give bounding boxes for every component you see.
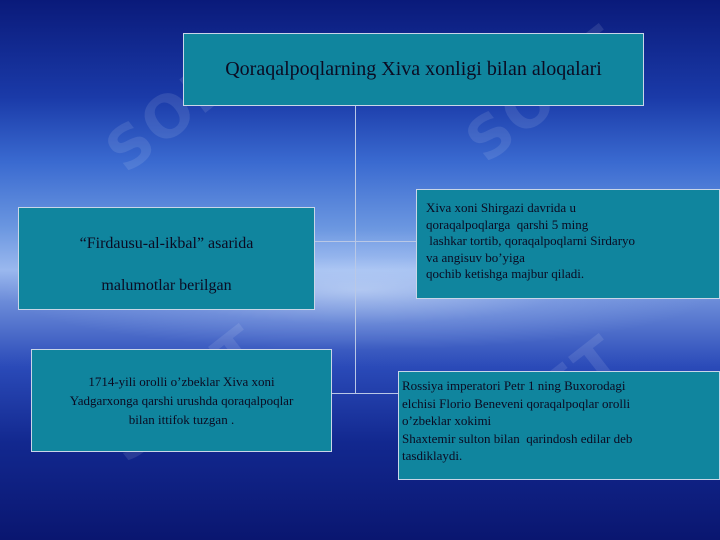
right-bottom-line: Shaxtemir sulton bilan qarindosh edilar … bbox=[402, 430, 633, 446]
right-top-line: qoraqalpoqlarga qarshi 5 ming bbox=[426, 216, 589, 232]
left-bottom-line: bilan ittifok tuzgan . bbox=[128, 412, 235, 427]
left-bottom-line: Yadgarxonga qarshi urushda qoraqalpoqlar bbox=[69, 393, 294, 408]
diagram-title-box: Qoraqalpoqlarning Xiva xonligi bilan alo… bbox=[183, 33, 644, 106]
left-top-line-1: “Firdausu-al-ikbal” asarida bbox=[79, 235, 254, 252]
right-bottom-box: Rossiya imperatori Petr 1 ning Buxorodag… bbox=[398, 371, 720, 480]
right-bottom-line: Rossiya imperatori Petr 1 ning Buxorodag… bbox=[402, 378, 626, 393]
right-top-line: lashkar tortib, qoraqalpoqlarni Sirdaryo bbox=[426, 233, 636, 248]
right-top-line: Xiva xoni Shirgazi davrida u bbox=[426, 200, 576, 215]
connector-vertical bbox=[355, 106, 356, 394]
right-top-line: qochib ketishga majbur qiladi. bbox=[426, 266, 585, 281]
right-bottom-line: o’zbeklar xokimi bbox=[402, 413, 492, 428]
connector-horizontal-top bbox=[275, 241, 416, 242]
left-bottom-box: 1714-yili orolli o’zbeklar Xiva xoni Yad… bbox=[31, 349, 332, 452]
diagram-title: Qoraqalpoqlarning Xiva xonligi bilan alo… bbox=[225, 58, 602, 80]
left-bottom-line: 1714-yili orolli o’zbeklar Xiva xoni bbox=[88, 374, 275, 389]
right-top-line: va angisuv bo’yiga bbox=[426, 249, 525, 265]
connector-horizontal-bottom bbox=[332, 393, 398, 394]
right-top-box: Xiva xoni Shirgazi davrida u qoraqalpoql… bbox=[416, 189, 720, 299]
right-bottom-line: elchisi Florio Beneveni qoraqalpoqlar or… bbox=[402, 395, 631, 411]
right-bottom-line: tasdiklaydi. bbox=[402, 448, 463, 463]
left-top-box: “Firdausu-al-ikbal” asarida malumotlar b… bbox=[18, 207, 315, 310]
left-top-line-2: malumotlar berilgan bbox=[101, 277, 232, 294]
